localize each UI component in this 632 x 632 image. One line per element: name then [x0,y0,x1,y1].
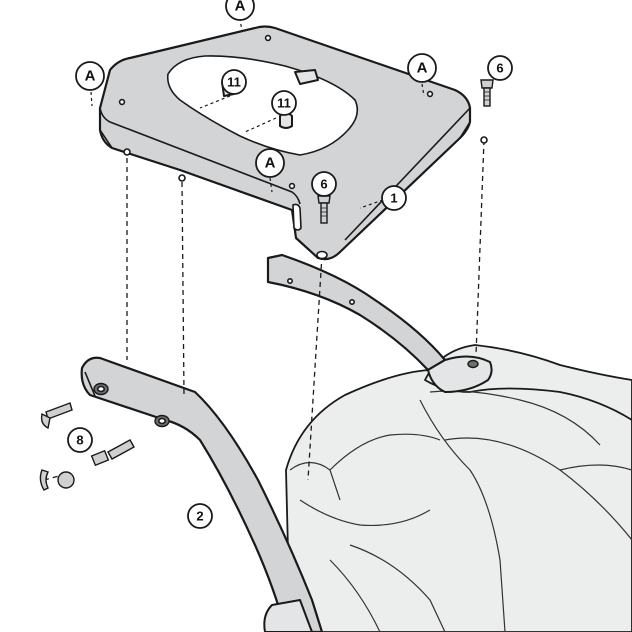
callout-a-right-label: A [417,60,428,77]
callout-a-left-label: A [85,68,96,85]
rack-left-part [80,356,324,632]
callout-a-top-label: A [235,0,246,15]
callout-2-label: 2 [196,509,203,524]
callout-a-top: A [225,0,255,21]
bolt-8 [90,439,135,467]
rack-right-arm [266,253,493,393]
callout-8: 8 [67,427,93,453]
callout-11-upper-label: 11 [227,75,241,90]
top-plate-part [98,25,488,261]
screw-6-right [480,79,494,107]
callout-2: 2 [187,503,213,529]
callout-1-label: 1 [390,191,397,206]
callout-6-right: 6 [487,55,513,81]
callout-11-lower: 11 [271,90,297,116]
callout-a-right: A [407,53,437,83]
cap-nut [39,469,75,491]
callout-6-center: 6 [311,171,337,197]
callout-8-label: 8 [76,433,83,448]
bolt-left-upper [40,402,73,430]
callout-a-left: A [75,61,105,91]
callout-6-center-label: 6 [320,177,327,192]
callout-a-front: A [255,148,285,178]
callout-6-right-label: 6 [496,61,503,76]
callout-1: 1 [381,185,407,211]
callout-11-lower-label: 11 [277,96,291,111]
callout-a-front-label: A [265,155,276,172]
callout-11-upper: 11 [221,69,247,95]
